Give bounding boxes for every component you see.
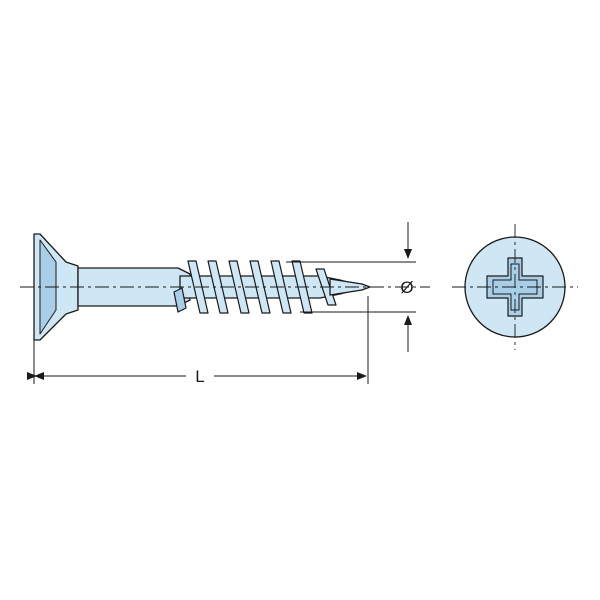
- length-label: L: [195, 367, 204, 386]
- diameter-label: Ø: [400, 278, 413, 297]
- thread-crest: [249, 260, 271, 314]
- phillips-recess-inner: [492, 263, 538, 311]
- diameter-dimension: [286, 222, 416, 352]
- thread-runout: [173, 287, 187, 313]
- length-dimension: [27, 296, 369, 384]
- thread-crest: [207, 260, 229, 314]
- screw-head-end-view: [452, 224, 578, 350]
- length-arrow-left: [34, 372, 44, 380]
